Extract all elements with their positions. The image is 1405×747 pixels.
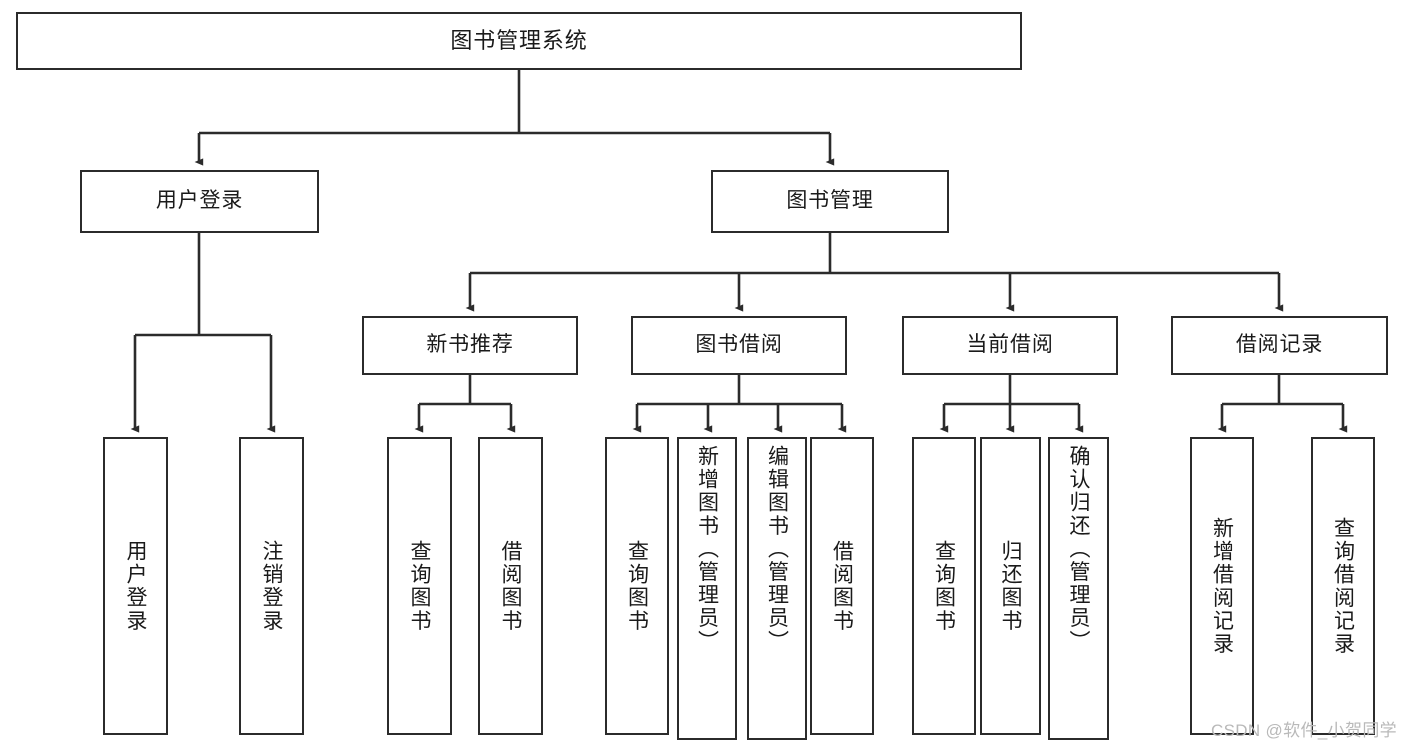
node-label: 查询图书 — [625, 539, 649, 633]
leaf-logout-login[interactable]: 注销登录 — [239, 437, 304, 735]
node-label: 查询图书 — [408, 539, 431, 633]
leaf-return-book[interactable]: 归还图书 — [980, 437, 1041, 735]
node-borrow-record[interactable]: 借阅记录 — [1171, 316, 1388, 375]
node-label: 新增借阅记录 — [1210, 516, 1234, 656]
leaf-borrow-book-recommend[interactable]: 借阅图书 — [478, 437, 543, 735]
leaf-borrow-book[interactable]: 借阅图书 — [810, 437, 874, 735]
node-current-borrow[interactable]: 当前借阅 — [902, 316, 1118, 375]
leaf-add-book-admin[interactable]: 新增图书（管理员） — [677, 437, 737, 740]
node-user-login[interactable]: 用户登录 — [80, 170, 319, 233]
node-label: 查询图书 — [932, 539, 956, 633]
node-label: 借阅图书 — [499, 539, 522, 633]
node-label: 新书推荐 — [426, 333, 514, 357]
node-label: 确认归还（管理员） — [1067, 445, 1090, 653]
node-label: 用户登录 — [155, 189, 244, 213]
node-label: 图书借阅 — [695, 333, 783, 357]
leaf-query-book-current[interactable]: 查询图书 — [912, 437, 976, 735]
leaf-edit-book-admin[interactable]: 编辑图书（管理员） — [747, 437, 807, 740]
node-label: 图书管理系统 — [450, 28, 588, 54]
node-label: 新增图书（管理员） — [695, 445, 719, 653]
node-label: 查询借阅记录 — [1331, 516, 1355, 656]
watermark-text: CSDN @软件_小贺同学 — [1210, 721, 1397, 740]
node-label: 归还图书 — [999, 539, 1022, 633]
node-book-management[interactable]: 图书管理 — [711, 170, 949, 233]
leaf-confirm-return-admin[interactable]: 确认归还（管理员） — [1048, 437, 1109, 740]
node-label: 编辑图书（管理员） — [765, 445, 789, 653]
node-label: 图书管理 — [786, 189, 874, 213]
node-book-management-system[interactable]: 图书管理系统 — [16, 12, 1022, 70]
leaf-add-borrow-record[interactable]: 新增借阅记录 — [1190, 437, 1254, 735]
node-label: 注销登录 — [260, 539, 283, 633]
node-label: 借阅图书 — [830, 539, 854, 633]
node-book-borrow[interactable]: 图书借阅 — [631, 316, 847, 375]
leaf-query-borrow-record[interactable]: 查询借阅记录 — [1311, 437, 1375, 735]
leaf-user-login[interactable]: 用户登录 — [103, 437, 168, 735]
node-label: 用户登录 — [124, 539, 147, 633]
node-label: 当前借阅 — [966, 333, 1054, 357]
node-new-book-recommend[interactable]: 新书推荐 — [362, 316, 578, 375]
leaf-query-book-recommend[interactable]: 查询图书 — [387, 437, 452, 735]
leaf-query-book-borrow[interactable]: 查询图书 — [605, 437, 669, 735]
node-label: 借阅记录 — [1235, 333, 1324, 357]
